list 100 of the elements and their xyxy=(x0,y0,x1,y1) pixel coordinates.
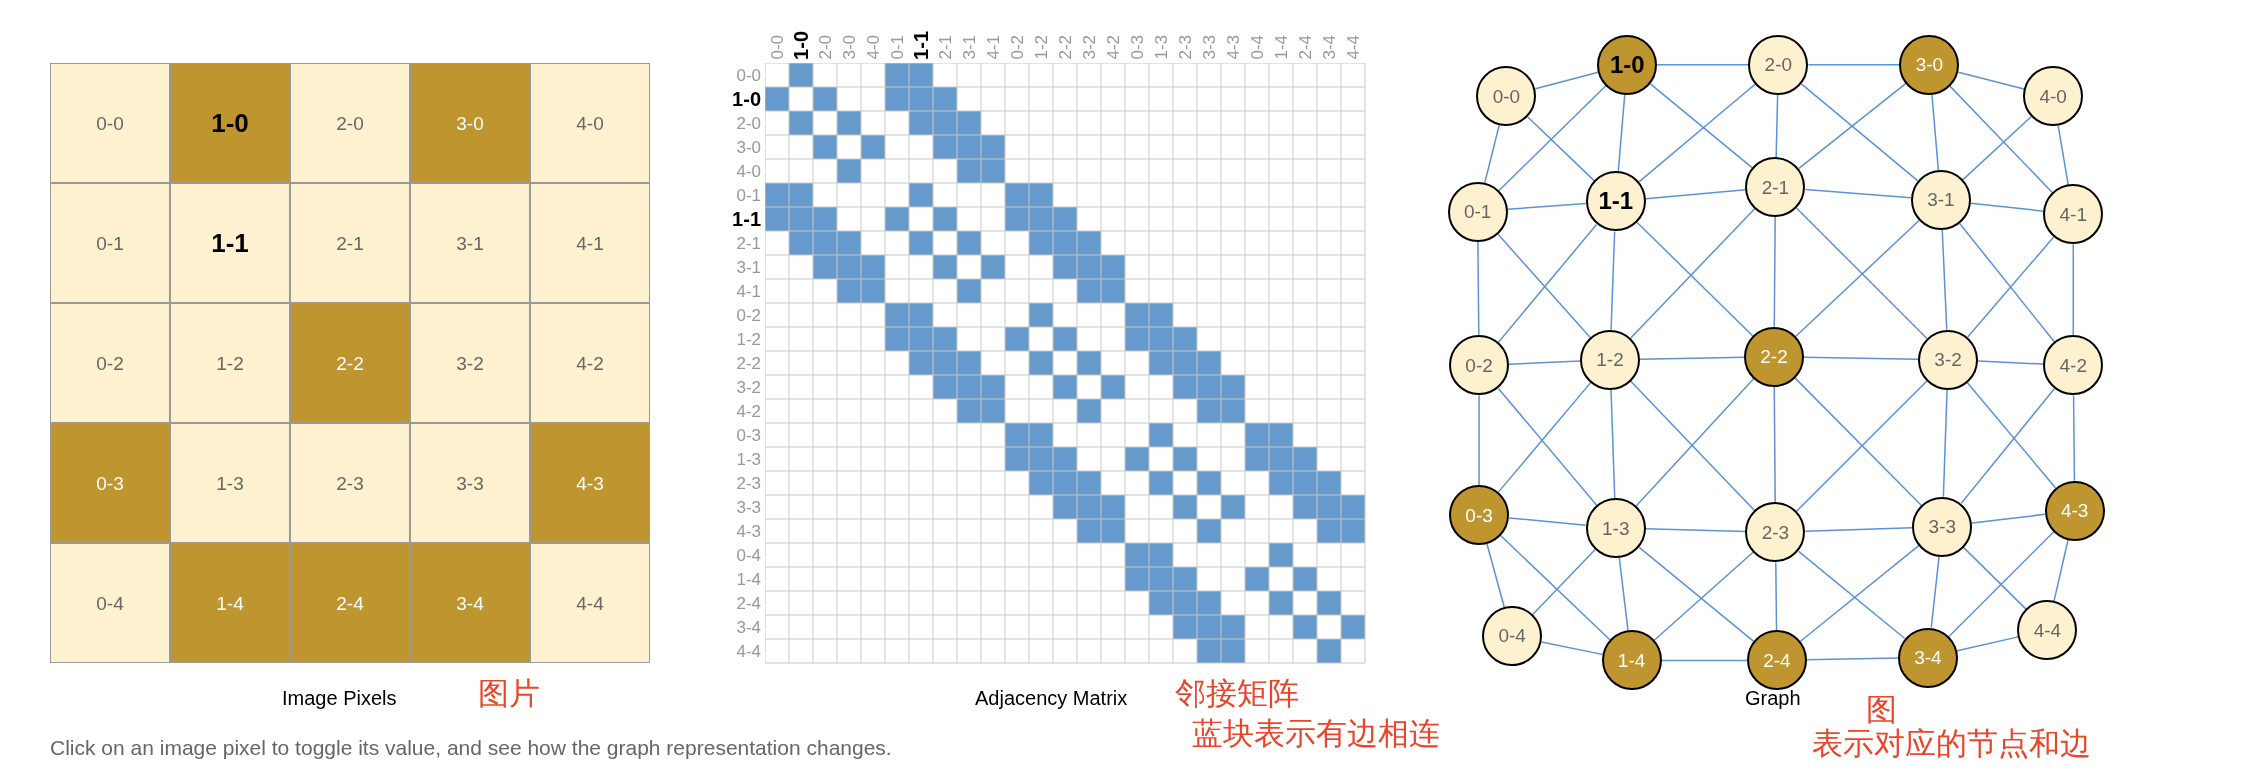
annotation-text: 邻接矩阵 xyxy=(1175,678,1299,709)
matrix-row-label: 2-3 xyxy=(736,474,761,492)
matrix-row-label: 1-2 xyxy=(736,330,761,348)
node-label: 4-4 xyxy=(2033,620,2062,640)
pixel-cell xyxy=(290,543,410,663)
matrix-row-label: 0-4 xyxy=(736,546,761,564)
node-label: 0-0 xyxy=(96,113,124,133)
graph-edge xyxy=(1497,381,1592,493)
node-label: 3-3 xyxy=(456,473,484,493)
matrix-column-label: 0-2 xyxy=(1008,35,1026,60)
graph-edge xyxy=(2072,243,2075,337)
graph-edge xyxy=(1508,517,1587,526)
pixel-cell xyxy=(170,303,290,423)
matrix-column-label: 4-4 xyxy=(1344,35,1362,60)
graph-edge xyxy=(1966,381,2057,489)
node-label: 3-3 xyxy=(1928,517,1957,537)
panel-title: Adjacency Matrix xyxy=(975,686,1128,711)
pixel-cell xyxy=(410,183,530,303)
pixel-cell xyxy=(170,543,290,663)
node-label: 1-0 xyxy=(211,110,249,136)
matrix-column-label: 0-3 xyxy=(1128,35,1146,60)
graph-edge xyxy=(2072,394,2076,482)
pixel-cell xyxy=(290,303,410,423)
node-label: 1-2 xyxy=(216,353,244,373)
node-label: 2-2 xyxy=(336,353,364,373)
node-label: 0-2 xyxy=(1465,355,1493,375)
annotation-text: 蓝块表示有边相连 xyxy=(1192,718,1440,749)
pixel-cell xyxy=(170,423,290,543)
graph-edge xyxy=(1807,64,1901,66)
matrix-column-label: 2-1 xyxy=(936,35,954,60)
graph-edge xyxy=(1795,219,1920,337)
node-label: 4-0 xyxy=(2039,86,2067,106)
node-label: 3-0 xyxy=(1915,55,1944,75)
graph-edge xyxy=(1949,85,2054,194)
graph-edge xyxy=(1803,356,1919,360)
graph-edge xyxy=(1496,233,1591,339)
pixel-cell xyxy=(410,303,530,423)
node-label: 0-1 xyxy=(1463,202,1492,221)
node-label: 1-3 xyxy=(216,473,244,493)
graph-edge xyxy=(1958,222,2056,343)
matrix-row-label: 2-0 xyxy=(736,114,761,132)
graph-edge xyxy=(1930,555,1940,629)
graph-edge xyxy=(1486,543,1505,608)
graph-edge xyxy=(1962,546,2027,610)
node-label: 1-1 xyxy=(211,230,249,256)
matrix-column-label: 3-4 xyxy=(1320,35,1338,60)
graph-edge xyxy=(1775,561,1778,632)
pixel-cell xyxy=(530,63,650,183)
node-label: 4-1 xyxy=(576,233,604,253)
matrix-row-label: 3-1 xyxy=(736,258,761,276)
node-label: 4-3 xyxy=(2060,501,2089,521)
graph-edge xyxy=(1649,83,1754,169)
graph-edge xyxy=(1610,388,1616,499)
pixel-cell xyxy=(170,63,290,183)
matrix-column-label: 3-2 xyxy=(1080,35,1098,60)
node-label: 2-0 xyxy=(336,113,364,133)
matrix-column-label: 4-2 xyxy=(1104,35,1122,60)
graph-edge xyxy=(1797,550,1906,640)
node-label: 0-4 xyxy=(1498,626,1526,646)
graph-edge xyxy=(1656,64,1750,66)
pixel-cell xyxy=(290,183,410,303)
graph-edge xyxy=(1804,188,1912,199)
graph-edge xyxy=(1941,229,1948,331)
node-label: 3-1 xyxy=(456,233,484,253)
matrix-row-label: 0-3 xyxy=(736,426,761,444)
graph-edge xyxy=(1508,360,1581,365)
matrix-column-label: 1-1 xyxy=(911,31,931,60)
node-label: 0-4 xyxy=(96,593,124,613)
matrix-row-label: 3-4 xyxy=(736,618,761,636)
annotation-text: 图片 xyxy=(478,678,540,709)
graph-edge xyxy=(1962,116,2032,181)
matrix-column-label: 4-1 xyxy=(984,35,1002,60)
pixel-cell xyxy=(170,183,290,303)
matrix-row-label: 1-1 xyxy=(732,209,761,229)
pixel-cell xyxy=(290,63,410,183)
graph-edge xyxy=(1653,551,1754,642)
matrix-row-label: 1-3 xyxy=(736,450,761,468)
node-label: 2-0 xyxy=(1764,55,1793,75)
graph-edge xyxy=(1478,394,1480,486)
node-label: 2-1 xyxy=(336,233,364,253)
pixel-cell xyxy=(50,63,170,183)
graph-edge xyxy=(1799,544,1920,643)
matrix-column-label: 2-0 xyxy=(816,35,834,60)
graph-edge xyxy=(1644,189,1747,200)
node-label: 2-4 xyxy=(1763,650,1791,670)
node-label: 0-1 xyxy=(96,233,124,253)
pixel-cell xyxy=(50,183,170,303)
graph-edge xyxy=(1639,356,1745,360)
matrix-row-label: 4-3 xyxy=(736,522,761,540)
pixel-cell xyxy=(530,303,650,423)
graph-edge xyxy=(1804,526,1914,533)
node-label: 4-4 xyxy=(576,593,604,613)
graph-edge xyxy=(1484,124,1500,184)
graph-edge xyxy=(1966,236,2055,338)
graph-edge xyxy=(1775,94,1779,158)
node-label: 2-3 xyxy=(1761,522,1790,542)
graph-edge xyxy=(1798,82,1907,170)
graph-edge xyxy=(1773,216,1776,328)
graph-edge xyxy=(1931,93,1940,171)
node-label: 1-0 xyxy=(1609,52,1645,77)
